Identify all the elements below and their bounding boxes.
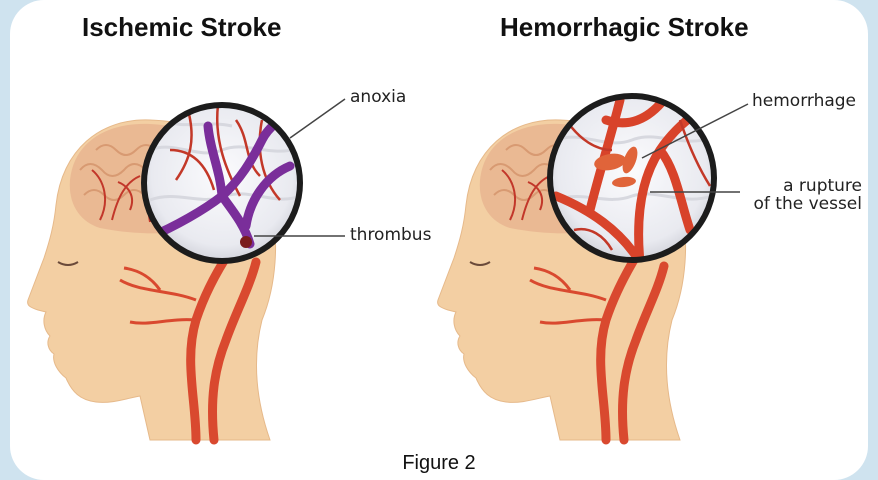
rupture-label-line2: of the vessel (746, 195, 862, 213)
ischemic-magnifier (144, 105, 300, 261)
thrombus-clot (240, 236, 252, 248)
hemorrhage-label: hemorrhage (752, 92, 856, 110)
rupture-label-line1: a rupture (746, 177, 862, 195)
figure-caption: Figure 2 (0, 452, 878, 475)
anoxia-leader-line (290, 99, 345, 138)
anoxia-label: anoxia (350, 88, 406, 106)
hemorrhagic-magnifier (550, 96, 714, 262)
thrombus-label: thrombus (350, 226, 431, 244)
rupture-label: a rupture of the vessel (746, 177, 862, 213)
